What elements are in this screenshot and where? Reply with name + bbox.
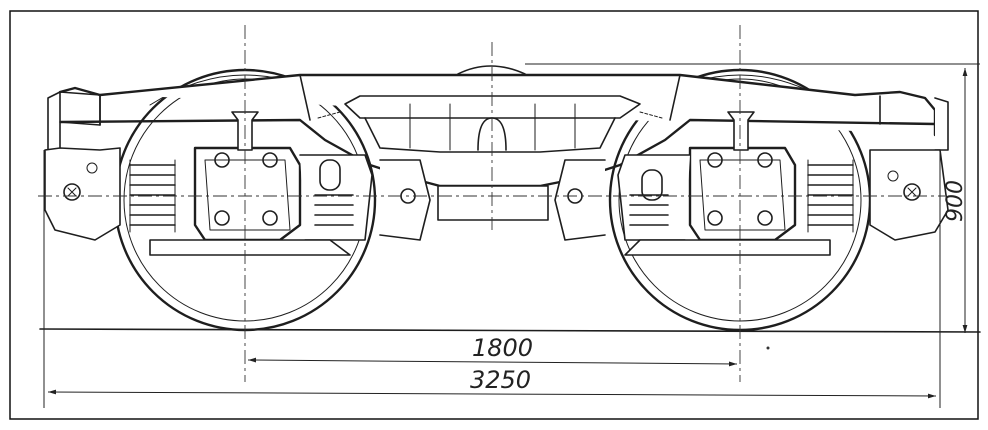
wheelbase-dimension [247,357,738,367]
drawing-frame [9,10,979,420]
side-frame [47,73,949,221]
right-inner-spring [629,194,669,226]
overall-length-dimension-label: 3250 [470,366,531,394]
left-coil-spring [129,159,176,233]
height-dimension-label: 900 [943,180,968,222]
center-lines [38,25,945,382]
left-axlebox-assembly [44,111,431,256]
overall-length-dimension [43,150,941,408]
wheelbase-dimension-label: 1800 [472,334,533,362]
height-dimension [525,63,980,333]
right-axlebox-assembly [554,111,949,256]
rail-line [39,328,981,333]
left-inner-spring [314,194,354,226]
center-bearing [457,65,526,75]
